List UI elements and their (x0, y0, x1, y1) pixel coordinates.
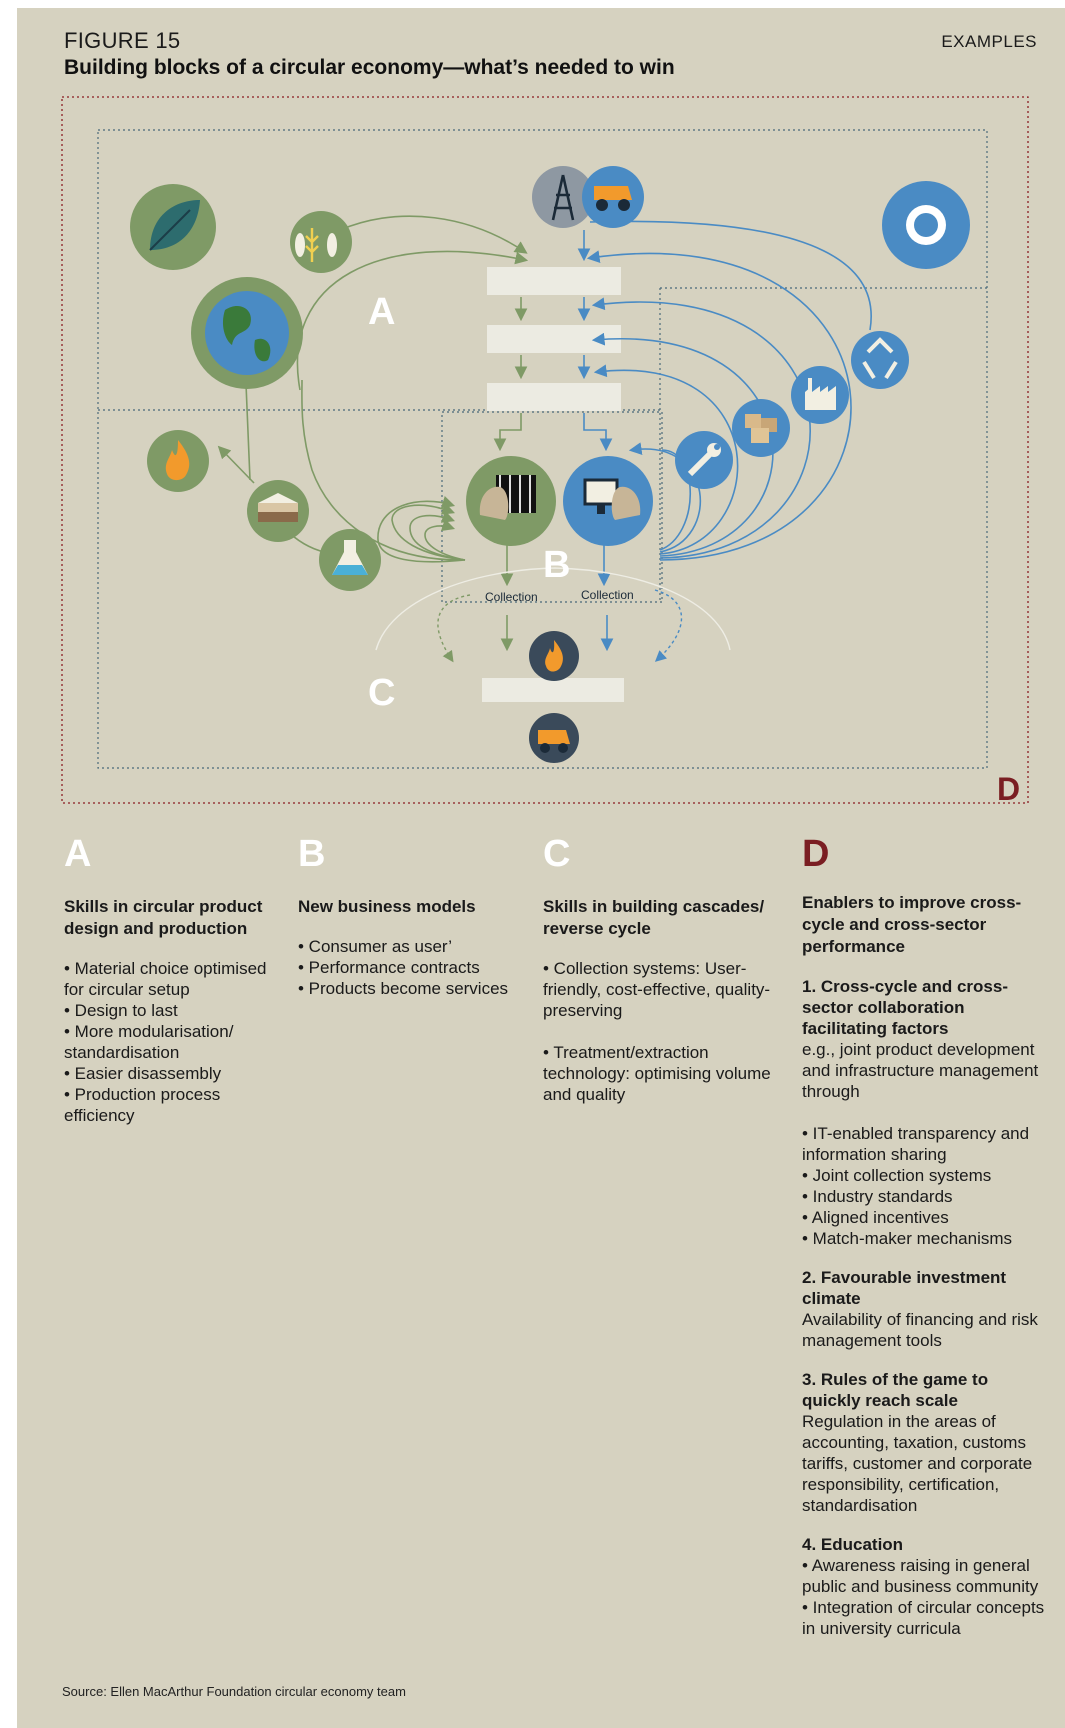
flask-icon (319, 529, 381, 591)
figure-label: FIGURE 15 (64, 28, 181, 53)
recycle-icon (851, 331, 909, 389)
wrench-icon (675, 431, 733, 489)
column-c-heading: Skills in building cascades/ reverse cyc… (543, 897, 765, 938)
mining-truck-icon (582, 166, 644, 228)
zone-outer-frame (97, 129, 988, 769)
value-chain-block-3 (487, 383, 621, 411)
column-d-letter: D (802, 833, 830, 875)
section-3-body: Regulation in the areas of accounting, t… (802, 1412, 1033, 1515)
crops-fish-icon (290, 211, 352, 273)
section-4-heading: 4. Education (802, 1535, 904, 1554)
zone-d-label: D (997, 771, 1020, 807)
soil-icon (247, 480, 309, 542)
column-d: D Enablers to improve cross-cycle and cr… (802, 830, 1047, 1639)
gear-icon (882, 181, 970, 269)
user-icon (563, 456, 653, 546)
zone-d-frame (61, 96, 1029, 804)
column-c-body: • Collection systems: User-friendly, cos… (543, 959, 771, 1104)
collection-label-left: Collection (485, 590, 538, 604)
boxes-icon (732, 399, 790, 457)
cascade-arcs (375, 567, 731, 663)
consumer-icon (466, 456, 556, 546)
value-chain-block-1 (487, 267, 621, 295)
column-d-heading: Enablers to improve cross-cycle and cros… (802, 893, 1022, 956)
column-a-body: • Material choice optimised for circular… (64, 959, 267, 1125)
globe-icon (191, 277, 303, 389)
factory-icon (791, 366, 849, 424)
column-d-section-3: 3. Rules of the game to quickly reach sc… (802, 1369, 1047, 1516)
column-c: C Skills in building cascades/ reverse c… (543, 830, 793, 1105)
fire-icon (529, 631, 579, 681)
section-1-body: e.g., joint product development and infr… (802, 1040, 1039, 1248)
column-b-heading: New business models (298, 897, 476, 916)
column-d-section-1: 1. Cross-cycle and cross-sector collabor… (802, 976, 1047, 1249)
column-b-letter: B (298, 833, 326, 875)
zone-c-label: C (368, 672, 395, 714)
zone-a-label: A (368, 291, 395, 333)
section-4-body: • Awareness raising in general public an… (802, 1556, 1045, 1638)
figure-title: Building blocks of a circular economy—wh… (64, 56, 675, 79)
examples-tag: EXAMPLES (941, 32, 1037, 51)
column-c-letter: C (543, 833, 571, 875)
column-a: A Skills in circular product design and … (64, 830, 286, 1126)
column-d-section-4: 4. Education • Awareness raising in gene… (802, 1534, 1047, 1639)
section-2-heading: 2. Favourable investment climate (802, 1268, 1007, 1308)
value-chain-block-4 (482, 678, 624, 702)
chain-arrows (493, 230, 614, 652)
zone-b-label: B (543, 544, 570, 586)
oil-rig-icon (532, 166, 594, 228)
column-d-section-2: 2. Favourable investment climate Availab… (802, 1267, 1047, 1351)
column-b-body: • Consumer as user’ • Performance contra… (298, 937, 509, 998)
column-a-letter: A (64, 833, 92, 875)
landfill-truck-icon (529, 713, 579, 763)
section-2-body: Availability of financing and risk manag… (802, 1310, 1038, 1350)
fire-icon (147, 430, 209, 492)
leaf-icon (130, 184, 216, 270)
section-1-heading: 1. Cross-cycle and cross-sector collabor… (802, 977, 1008, 1038)
section-3-heading: 3. Rules of the game to quickly reach sc… (802, 1370, 989, 1410)
collection-label-right: Collection (581, 588, 634, 602)
column-a-heading: Skills in circular product design and pr… (64, 897, 263, 938)
circular-economy-diagram: A B C D Collection Collection (61, 96, 1029, 807)
column-b: B New business models • Consumer as user… (298, 830, 518, 999)
source-note: Source: Ellen MacArthur Foundation circu… (62, 1684, 406, 1699)
